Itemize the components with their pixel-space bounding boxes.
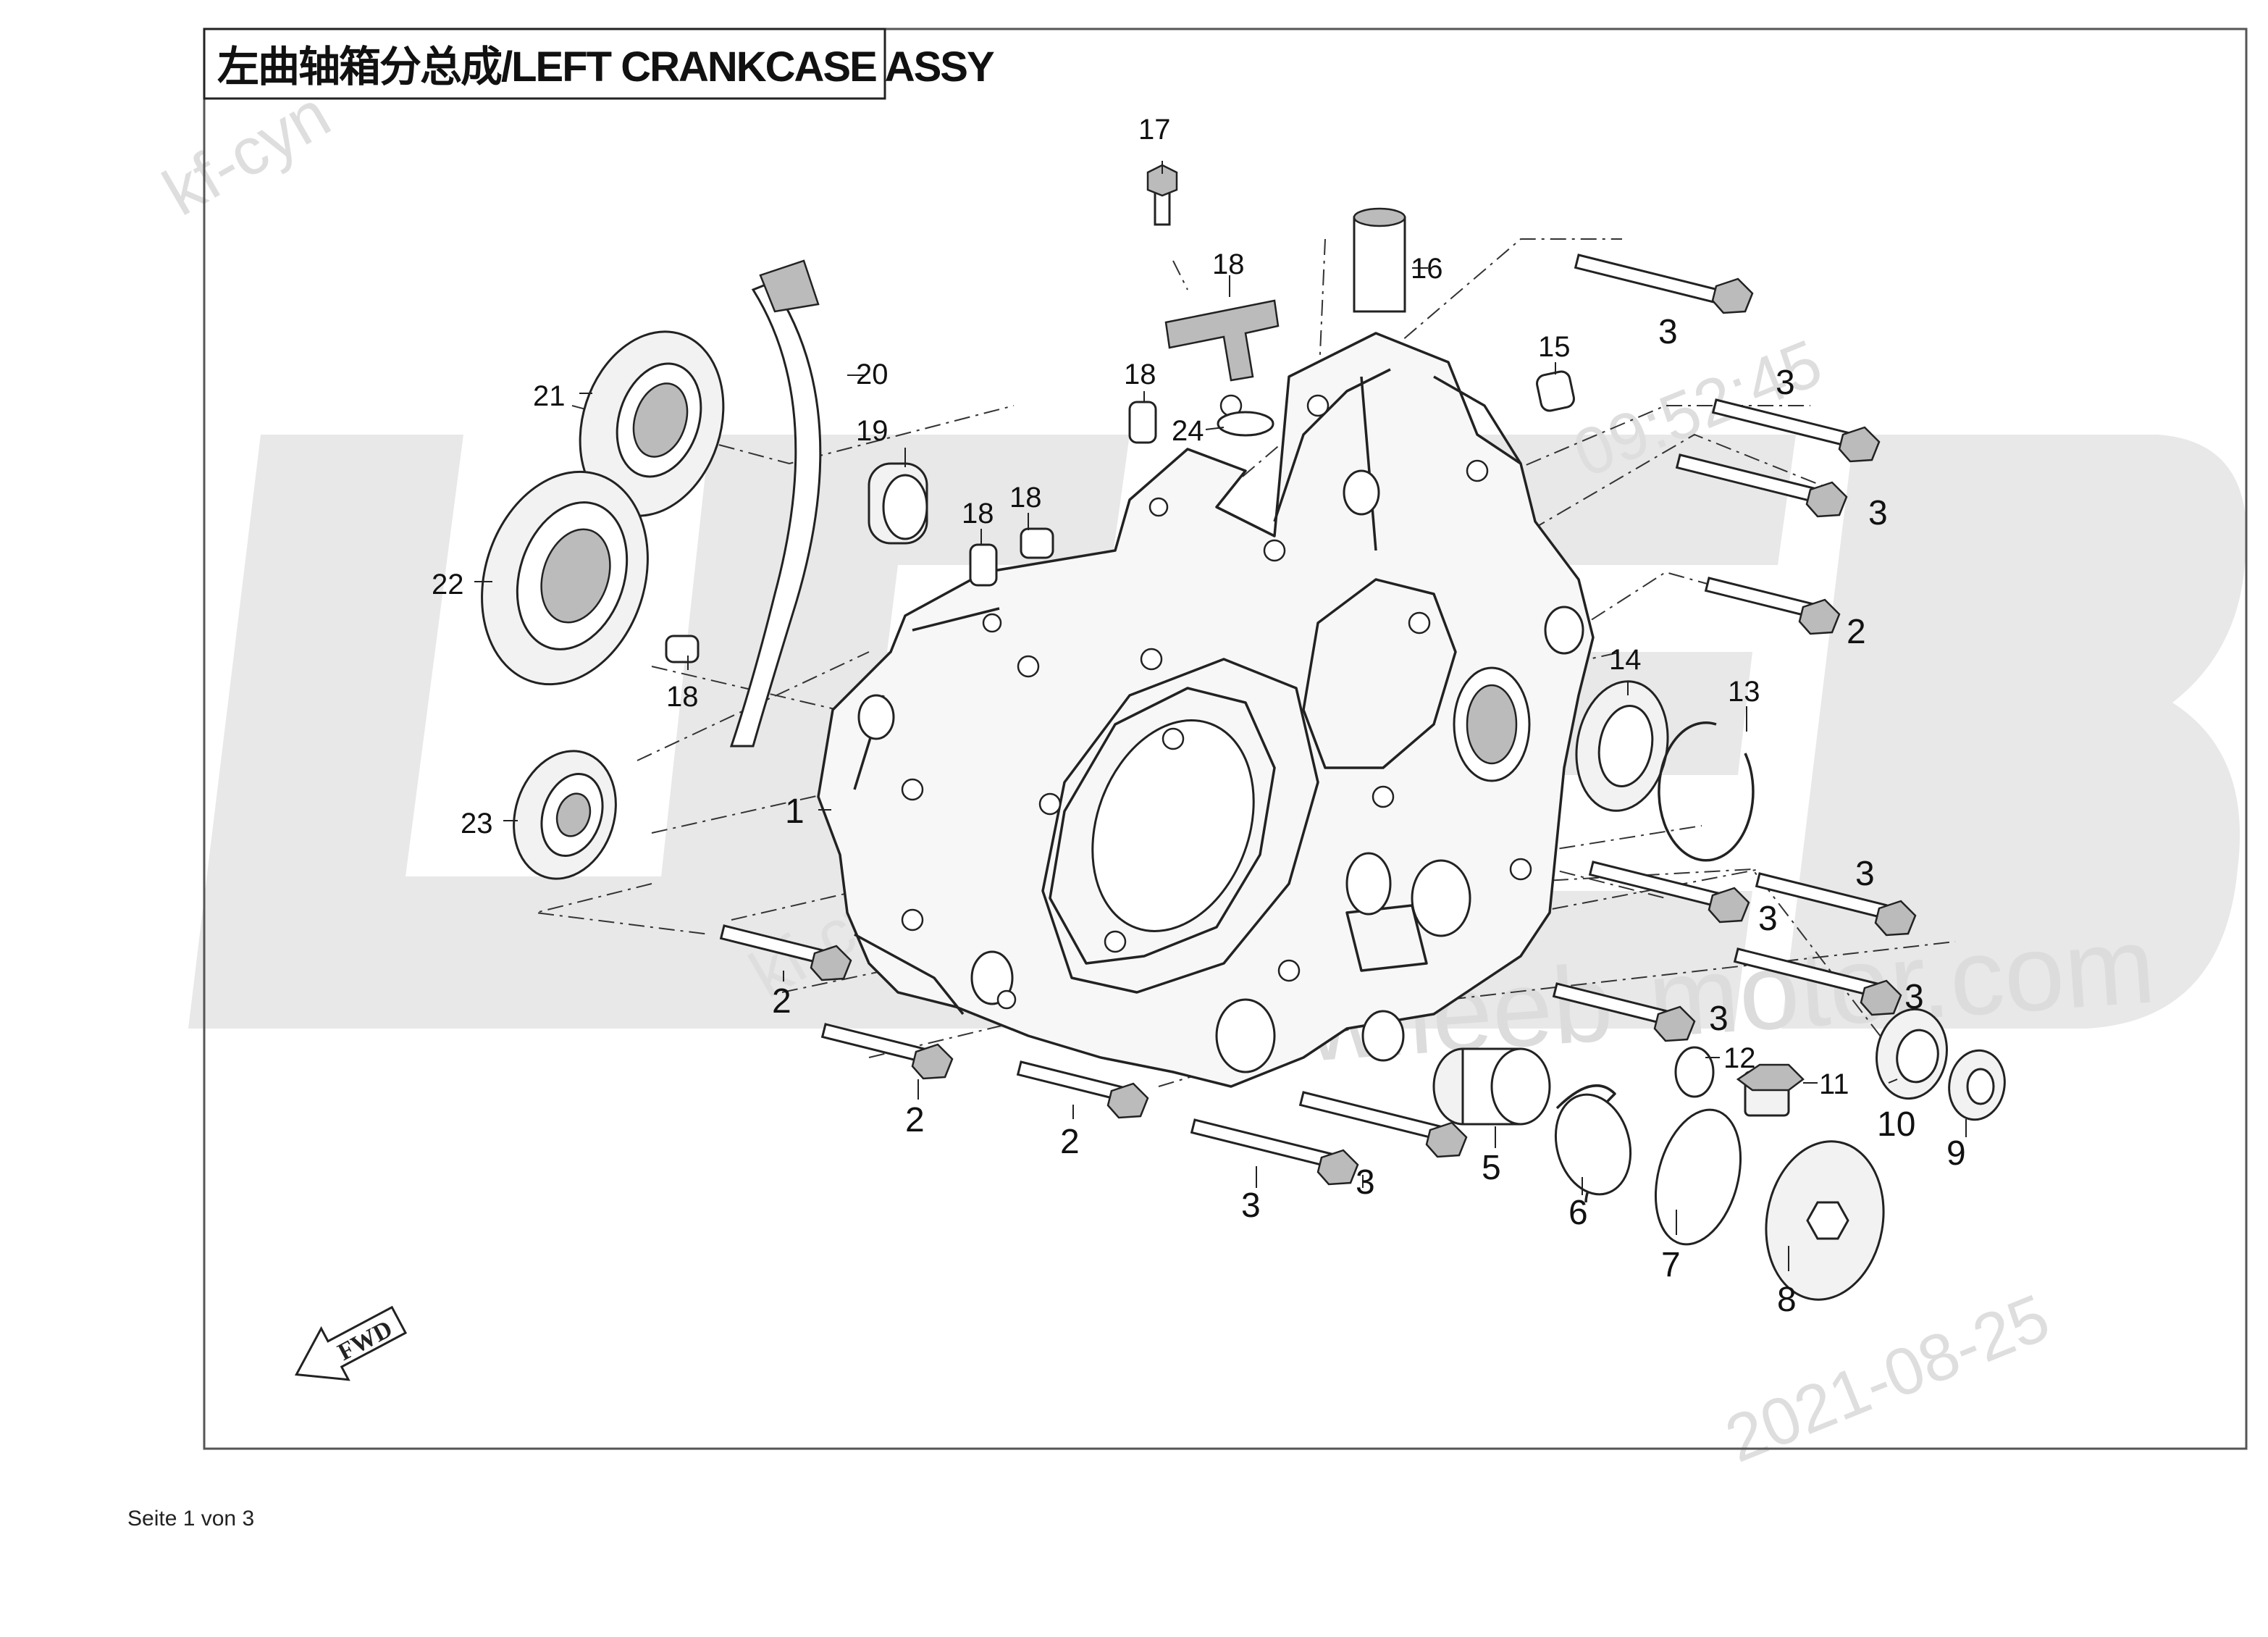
bolt-3-r2 [1675,453,1848,518]
callout-3-b: 3 [1776,364,1795,402]
dowel-18-d [665,635,700,663]
dowel-14 [1536,370,1575,412]
bolt-16 [1146,164,1178,226]
bolt-3-m3 [1733,947,1902,1016]
callout-5: 6 [1568,1194,1588,1232]
page-footer: Seite 1 von 3 [127,1507,255,1531]
callout-2-b: 2 [905,1101,925,1139]
callout-17: 18 [1212,248,1245,280]
callout-3-c: 3 [1868,494,1888,532]
o-ring-24 [1217,411,1274,437]
bolt-2-l1 [719,924,852,981]
callout-14: 15 [1538,331,1571,363]
callout-2-c: 2 [1060,1123,1080,1161]
bolt-3-m4 [1552,982,1696,1042]
callout-18-c: 18 [1009,482,1042,514]
callout-6: 7 [1661,1246,1681,1284]
dowel-18-a [1128,401,1157,444]
sleeve-15 [1353,207,1406,313]
o-ring-6 [1654,1108,1742,1246]
fwd-arrow: FWD [294,1305,408,1381]
callout-23: 23 [461,808,493,840]
leader-lines [474,161,1967,1271]
bolt-3-b1 [1190,1118,1359,1186]
title-box [203,28,886,100]
bearings [481,207,2006,1301]
bearing-9 [1876,1008,1948,1100]
callout-3-h: 3 [1356,1163,1375,1202]
bolt-2-l3 [1016,1060,1149,1119]
dowel-18-b [969,543,998,587]
callout-9: 10 [1877,1105,1915,1144]
callout-18-a: 18 [1124,359,1156,390]
cap-7 [1765,1140,1885,1301]
bolt-2-l2 [820,1023,954,1080]
callout-21: 21 [533,380,566,412]
left-crankcase [817,332,1595,1088]
callout-12: 13 [1728,676,1760,708]
spring-5 [1554,1084,1632,1203]
callout-24: 24 [1172,415,1204,447]
callout-19: 19 [856,415,889,447]
bolts [719,164,1917,1186]
callout-18-d: 18 [666,681,699,713]
tee-17 [1164,299,1280,382]
callout-16: 17 [1138,114,1171,146]
sleeve-4 [1432,1047,1551,1126]
callout-3-f: 3 [1904,978,1924,1016]
callout-11: 12 [1723,1042,1756,1074]
bearing-21 [579,330,725,517]
callout-15: 16 [1411,253,1443,285]
seal-8 [1948,1049,2006,1121]
bolt-2-r [1704,577,1841,635]
callout-1: 1 [785,792,805,831]
watermark-mark-1: kf-cyn [151,77,343,230]
plug-10 [1736,1063,1805,1117]
dowel-18-c [1020,527,1054,559]
callout-2-a: 2 [772,982,791,1021]
bearing-19 [868,462,928,545]
callout-7: 8 [1777,1281,1797,1319]
bearing-23 [513,750,617,880]
callout-3-g: 3 [1709,1000,1729,1038]
bolt-3-m2 [1755,872,1917,937]
callout-3-d: 3 [1855,855,1875,893]
callout-18-b: 18 [962,498,994,529]
bolt-3-top [1574,254,1754,314]
callout-labels: 17 18 16 18 24 19 20 21 22 23 18 18 18 1… [432,114,1966,1319]
callout-2-d: 2 [1847,613,1866,651]
bolt-3-b2 [1298,1091,1468,1158]
callout-4: 5 [1482,1149,1501,1187]
pipe-20 [729,259,822,748]
callout-3-i: 3 [1241,1186,1261,1225]
callout-13: 14 [1609,644,1642,676]
watermark-date: 2021-08-25 [1715,1281,2059,1477]
callout-3-a: 3 [1658,313,1678,351]
bearing-22 [481,470,649,686]
washer-11 [1674,1046,1715,1098]
callout-10: 11 [1819,1068,1849,1100]
bolt-3-r1 [1711,398,1881,463]
circlip-12 [1658,721,1755,862]
callout-3-e: 3 [1758,900,1778,938]
callout-8: 9 [1946,1134,1966,1173]
callout-22: 22 [432,569,464,600]
diagram-frame [203,28,2248,1450]
bolt-3-m1 [1588,861,1750,924]
callout-20: 20 [856,359,889,390]
diagram-title: 左曲轴箱分总成/LEFT CRANKCASE ASSY [217,43,994,91]
